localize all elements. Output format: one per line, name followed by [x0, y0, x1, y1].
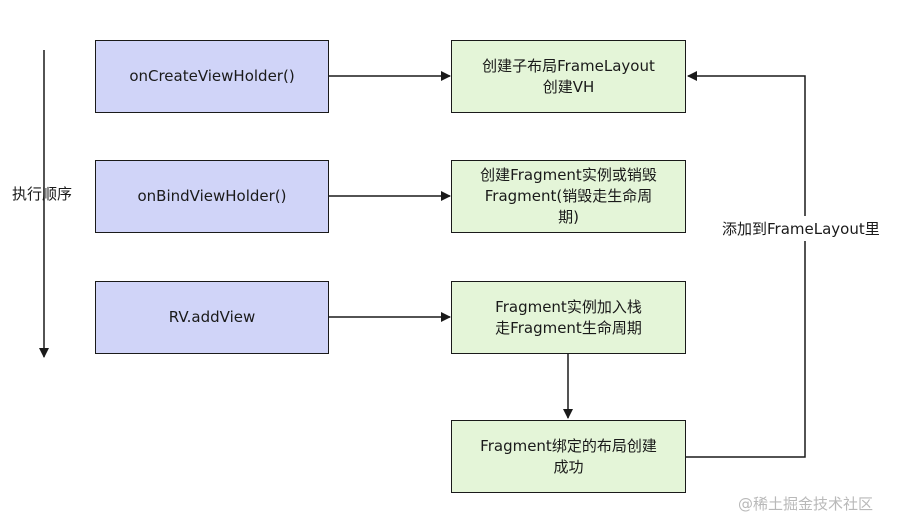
onbindviewholder-box: onBindViewHolder(): [95, 160, 329, 233]
oncreateviewholder-box: onCreateViewHolder(): [95, 40, 329, 113]
watermark: @稀土掘金技术社区: [738, 495, 874, 513]
create-framelayout-box: 创建子布局FrameLayout 创建VH: [451, 40, 686, 113]
execution-order-label: 执行顺序: [12, 185, 73, 203]
fragment-stack-lifecycle-box: Fragment实例加入栈 走Fragment生命周期: [451, 281, 686, 354]
create-or-destroy-fragment-box: 创建Fragment实例或销毁 Fragment(销毁走生命周 期): [451, 160, 686, 233]
fragment-layout-created-box: Fragment绑定的布局创建 成功: [451, 420, 686, 493]
rv-addview-box: RV.addView: [95, 281, 329, 354]
loop-back-arrow: [686, 71, 806, 458]
add-to-framelayout-label: 添加到FrameLayout里: [720, 216, 882, 241]
